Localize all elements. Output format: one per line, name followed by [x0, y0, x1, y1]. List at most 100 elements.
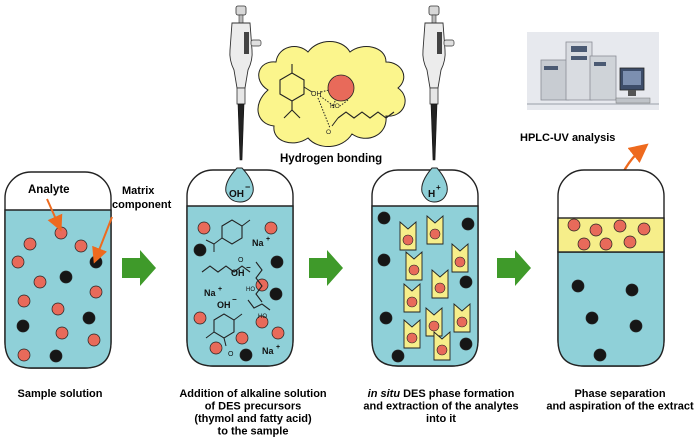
- na-ion-label: Na: [204, 288, 216, 298]
- analyte-label: Analyte: [28, 184, 70, 196]
- matrix-particle: [625, 283, 639, 297]
- matrix-particle: [593, 348, 607, 362]
- des-droplet: [425, 307, 443, 337]
- analyte-particle: [567, 218, 581, 232]
- step-caption-line: (thymol and fatty acid): [194, 413, 312, 425]
- na-ion-charge: +: [276, 344, 280, 351]
- hydrogen-bonding-label: Hydrogen bonding: [280, 153, 382, 165]
- matrix-particle: [49, 349, 63, 363]
- pipette-icon: [422, 5, 455, 161]
- analyte-particle: [17, 348, 31, 362]
- analyte-particle: [87, 333, 101, 347]
- step-caption-line: and aspiration of the extract: [546, 401, 694, 413]
- oh-drop-charge: −: [245, 182, 250, 192]
- matrix-particle: [82, 311, 96, 325]
- analyte-particle: [637, 222, 651, 236]
- step-caption-line: of DES precursors: [205, 401, 302, 413]
- step-caption-line: in situ: [368, 388, 401, 400]
- des-droplet: [451, 243, 469, 273]
- matrix-particle: [239, 348, 253, 362]
- matrix-particle: [629, 319, 643, 333]
- process-arrow: [497, 250, 531, 286]
- matrix-particle: [377, 253, 391, 267]
- des-droplet: [431, 269, 449, 299]
- svg-text:O: O: [326, 129, 331, 136]
- matrix-particle: [459, 275, 473, 289]
- analyte-particle: [193, 311, 207, 325]
- hplc-instrument-image: [527, 32, 659, 110]
- matrix-particle: [391, 349, 405, 363]
- vessel-des-formation: [371, 169, 479, 367]
- analyte-particle: [589, 223, 603, 237]
- oh-ion-label: OH: [217, 300, 231, 310]
- step-caption-line: Sample solution: [18, 388, 103, 400]
- analyte-particle: [54, 226, 68, 240]
- matrix-particle: [16, 319, 30, 333]
- step-caption-line: and extraction of the analytes: [363, 401, 518, 413]
- analyte-particle: [577, 237, 591, 251]
- h-drop: [421, 167, 448, 203]
- analyte-particle: [23, 237, 37, 251]
- oh-drop-label: OH: [229, 189, 244, 200]
- des-droplet: [453, 303, 471, 333]
- step-caption-line: DES phase formation: [400, 388, 515, 400]
- analyte-particle: [51, 302, 65, 316]
- particles: [11, 211, 651, 363]
- svg-text:OH: OH: [311, 91, 322, 98]
- matrix-particle: [585, 311, 599, 325]
- matrix-particle: [193, 243, 207, 257]
- na-ion-label: Na: [262, 346, 274, 356]
- h-drop-label: H: [428, 189, 435, 200]
- matrix-particle: [379, 311, 393, 325]
- process-arrow: [309, 250, 343, 286]
- analyte-particle: [33, 275, 47, 289]
- phenolate-label: O: [228, 351, 234, 358]
- matrix-particle: [571, 279, 585, 293]
- des-droplet: [399, 221, 417, 251]
- analyte-particle: [264, 221, 278, 235]
- matrix-pointer: [92, 216, 113, 264]
- step-caption: Sample solution: [18, 388, 103, 400]
- step-captions: Sample solution Addition of alkaline solu…: [18, 388, 694, 438]
- analyte-particle: [613, 219, 627, 233]
- oh-drop: [225, 167, 254, 203]
- matrix-label-line1: Matrix: [122, 185, 155, 197]
- des-molecules: [201, 219, 271, 347]
- analyte-particle: [255, 315, 269, 329]
- oh-ion-charge: −: [232, 295, 237, 304]
- svg-text:HO: HO: [330, 103, 340, 110]
- vessel-phase-separation: [557, 169, 665, 367]
- pipette-icon: [229, 5, 262, 161]
- des-droplet: [426, 215, 444, 245]
- hydrogen-bonding-cloud: OH HO O: [257, 41, 406, 147]
- des-droplet: [433, 331, 451, 361]
- analyte-particle: [11, 255, 25, 269]
- matrix-particle: [59, 270, 73, 284]
- analyte-particle: [271, 326, 285, 340]
- analyte-particle: [623, 235, 637, 249]
- matrix-particle: [461, 217, 475, 231]
- analyte-pointer: [46, 198, 63, 232]
- na-ion-charge: +: [266, 236, 270, 243]
- matrix-particle: [377, 211, 391, 225]
- process-arrow: [122, 250, 156, 286]
- analyte-particle: [17, 294, 31, 308]
- analyte-particle: [209, 341, 223, 355]
- matrix-particle: [459, 337, 473, 351]
- des-droplet: [405, 251, 423, 281]
- des-droplet: [403, 319, 421, 349]
- ho-group-label: HO: [258, 314, 267, 320]
- na-ion-label: Na: [252, 238, 264, 248]
- matrix-particle: [269, 287, 283, 301]
- analyte-particle: [235, 331, 249, 345]
- step-caption-line: Phase separation: [574, 388, 665, 400]
- h-drop-charge: +: [436, 183, 441, 192]
- step-caption-line: into it: [426, 413, 456, 425]
- step-caption-line: to the sample: [218, 426, 289, 438]
- na-ion-charge: +: [218, 286, 222, 293]
- oh-ion-charge: −: [246, 263, 251, 272]
